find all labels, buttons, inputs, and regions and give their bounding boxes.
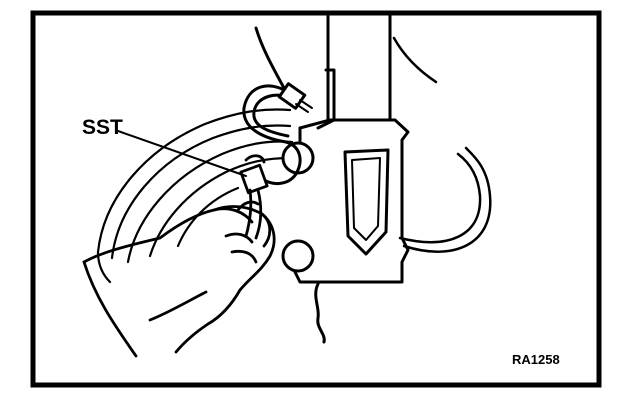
illustration-frame xyxy=(30,10,602,388)
brake-line xyxy=(242,26,313,185)
brake-hose xyxy=(392,36,492,253)
sst-label: SST xyxy=(82,116,123,139)
technician-hand xyxy=(82,200,276,358)
steering-knuckle xyxy=(281,14,410,344)
sst-leader-line xyxy=(117,130,247,177)
sst-wrench xyxy=(239,154,269,240)
figure-code: RA1258 xyxy=(512,352,560,367)
